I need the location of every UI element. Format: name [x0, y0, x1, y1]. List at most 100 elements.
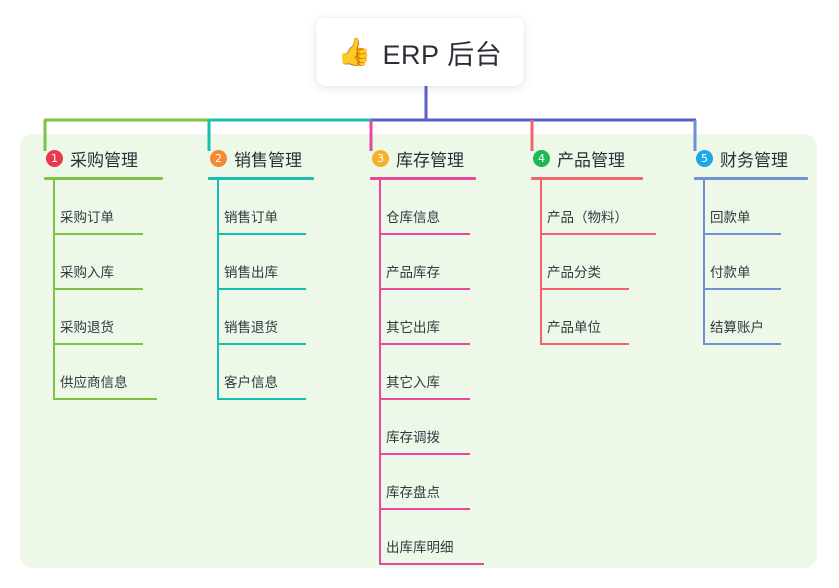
branch-item[interactable]: 出库库明细 — [370, 510, 484, 565]
branch-item[interactable]: 销售订单 — [208, 180, 314, 235]
branch-spine — [540, 180, 542, 345]
branch-item-rule — [53, 398, 157, 400]
branch-item-rule — [379, 288, 470, 290]
branch-column-1: 1 采购管理采购订单采购入库采购退货供应商信息 — [44, 146, 163, 400]
branch-item[interactable]: 产品单位 — [531, 290, 643, 345]
branch-item[interactable]: 产品（物料） — [531, 180, 656, 235]
branch-item[interactable]: 库存调拨 — [370, 400, 476, 455]
branch-item[interactable]: 仓库信息 — [370, 180, 476, 235]
branch-item-rule — [379, 453, 470, 455]
branch-item-label: 销售出库 — [224, 265, 278, 280]
branch-item[interactable]: 回款单 — [694, 180, 808, 235]
branch-item-rule — [703, 343, 781, 345]
branch-header-1[interactable]: 1 采购管理 — [44, 146, 163, 170]
branch-item-rule — [379, 563, 484, 565]
branch-item[interactable]: 采购入库 — [44, 235, 163, 290]
branch-item-label: 库存盘点 — [386, 485, 440, 500]
branch-item-label: 采购订单 — [60, 210, 114, 225]
branch-number-badge: 2 — [210, 149, 227, 167]
root-node-title: ERP 后台 — [382, 39, 503, 70]
root-node-card[interactable]: 👍 ERP 后台 — [316, 18, 524, 86]
branch-column-2: 2 销售管理销售订单销售出库销售退货客户信息 — [208, 146, 314, 400]
branch-item-label: 其它入库 — [386, 375, 440, 390]
branch-item[interactable]: 产品库存 — [370, 235, 476, 290]
branch-item-label: 采购入库 — [60, 265, 114, 280]
branch-header-rule — [44, 177, 163, 180]
root-node-content: 👍 ERP 后台 — [338, 33, 502, 72]
branch-item-list: 回款单付款单结算账户 — [694, 180, 808, 345]
branch-title: 采购管理 — [70, 150, 138, 170]
branch-item[interactable]: 付款单 — [694, 235, 808, 290]
branch-item[interactable]: 产品分类 — [531, 235, 643, 290]
branch-number-badge: 3 — [372, 149, 389, 167]
branch-title: 产品管理 — [557, 150, 625, 170]
branch-item-label: 出库库明细 — [386, 540, 454, 555]
branch-number-badge: 1 — [46, 149, 63, 167]
branch-item-rule — [217, 343, 306, 345]
branch-item-rule — [53, 343, 143, 345]
branch-item-rule — [540, 288, 629, 290]
branch-header-3[interactable]: 3 库存管理 — [370, 146, 476, 170]
branch-item-list: 产品（物料） 产品分类产品单位 — [531, 180, 656, 345]
branch-item[interactable]: 供应商信息 — [44, 345, 163, 400]
branch-item-rule — [540, 233, 656, 235]
branch-header-rule — [208, 177, 314, 180]
branch-item[interactable]: 库存盘点 — [370, 455, 476, 510]
branch-header-rule — [370, 177, 476, 180]
branch-item[interactable]: 其它入库 — [370, 345, 476, 400]
branch-item[interactable]: 销售出库 — [208, 235, 314, 290]
branch-title: 财务管理 — [720, 150, 788, 170]
branch-item-rule — [217, 233, 306, 235]
thumbs-up-icon: 👍 — [337, 36, 372, 67]
branch-item-rule — [540, 343, 629, 345]
branch-item-list: 仓库信息产品库存其它出库其它入库库存调拨库存盘点出库库明细 — [370, 180, 484, 565]
branch-item-rule — [703, 288, 781, 290]
branch-item-label: 销售退货 — [224, 320, 278, 335]
branch-spine — [217, 180, 219, 400]
branch-item-rule — [703, 233, 781, 235]
branch-item[interactable]: 采购退货 — [44, 290, 163, 345]
branch-column-3: 3 库存管理仓库信息产品库存其它出库其它入库库存调拨库存盘点出库库明细 — [370, 146, 484, 565]
branch-item-label: 仓库信息 — [386, 210, 440, 225]
branch-header-2[interactable]: 2 销售管理 — [208, 146, 314, 170]
branch-item-label: 结算账户 — [710, 320, 764, 335]
branch-item-label: 产品（物料） — [547, 210, 628, 225]
branch-title: 库存管理 — [396, 150, 464, 170]
branch-item-label: 付款单 — [710, 265, 751, 280]
branch-item-list: 采购订单采购入库采购退货供应商信息 — [44, 180, 163, 400]
branch-header-5[interactable]: 5 财务管理 — [694, 146, 808, 170]
branch-item-label: 产品分类 — [547, 265, 601, 280]
branch-item-label: 库存调拨 — [386, 430, 440, 445]
branch-header-rule — [694, 177, 808, 180]
branch-spine — [379, 180, 381, 565]
branch-header-rule — [531, 177, 643, 180]
branch-item[interactable]: 结算账户 — [694, 290, 808, 345]
branch-item[interactable]: 客户信息 — [208, 345, 314, 400]
branch-spine — [703, 180, 705, 345]
branch-item-rule — [217, 398, 306, 400]
branch-item-label: 采购退货 — [60, 320, 114, 335]
branch-item-rule — [379, 343, 470, 345]
branch-number-badge: 5 — [696, 149, 713, 167]
branch-item-rule — [379, 233, 470, 235]
branch-item-rule — [217, 288, 306, 290]
branch-item-label: 回款单 — [710, 210, 751, 225]
branch-item[interactable]: 其它出库 — [370, 290, 476, 345]
branch-item-list: 销售订单销售出库销售退货客户信息 — [208, 180, 314, 400]
branch-item-label: 销售订单 — [224, 210, 278, 225]
branch-item-rule — [53, 288, 143, 290]
branch-item-rule — [379, 398, 470, 400]
branch-item[interactable]: 销售退货 — [208, 290, 314, 345]
branch-item-label: 其它出库 — [386, 320, 440, 335]
branch-item-rule — [53, 233, 143, 235]
branch-item-label: 产品库存 — [386, 265, 440, 280]
branch-item-label: 供应商信息 — [60, 375, 128, 390]
branch-item-label: 产品单位 — [547, 320, 601, 335]
diagram-background-panel — [20, 134, 817, 568]
branch-item[interactable]: 采购订单 — [44, 180, 163, 235]
branch-title: 销售管理 — [234, 150, 302, 170]
